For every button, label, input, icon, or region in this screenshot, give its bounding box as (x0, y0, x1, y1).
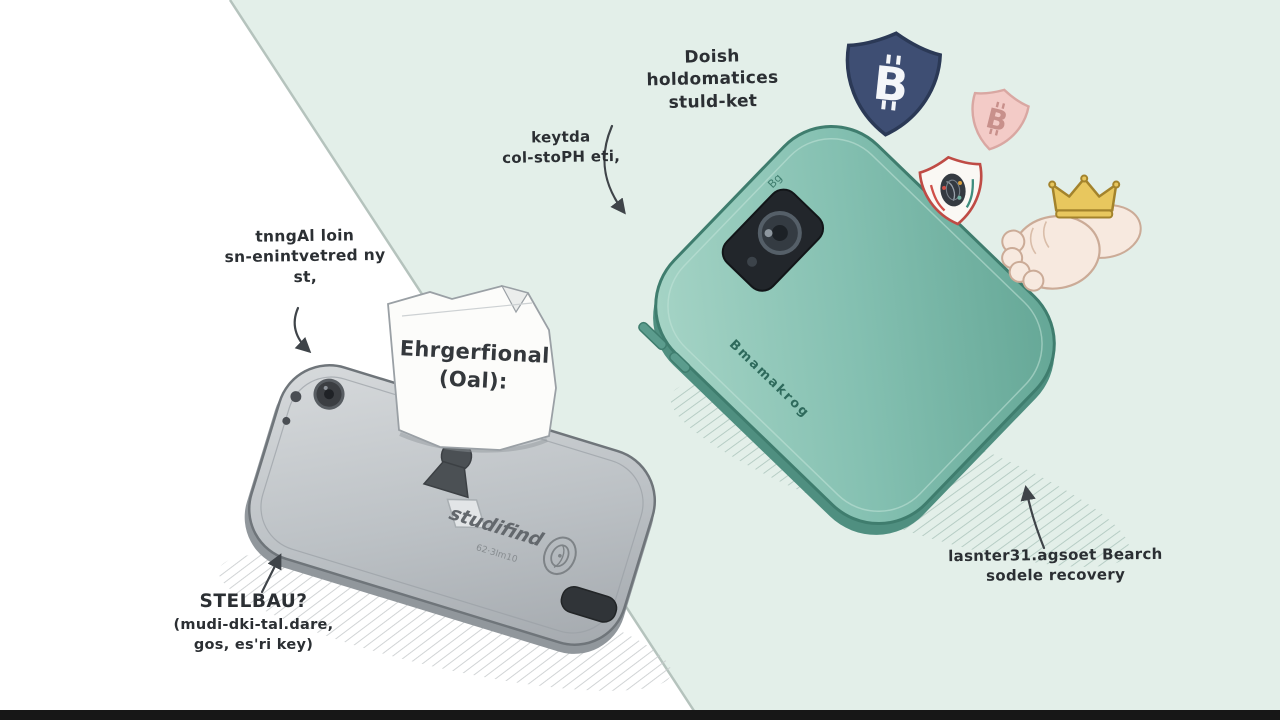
paper-note-shape (387, 285, 557, 451)
callout-line: gos, es'ri key) (193, 636, 314, 653)
bottom-bar (0, 710, 1280, 720)
fingerprint-badge-icon (918, 155, 983, 226)
gray-phone-shadow-hatching (218, 553, 672, 691)
knuckle-line (1042, 221, 1050, 248)
camera-glint (323, 385, 328, 390)
callout-arrow (1020, 484, 1046, 550)
callout-line: keytda (530, 127, 591, 147)
bitcoin-shield-pink-icon: B (971, 88, 1030, 151)
camera-dot-icon (282, 416, 291, 425)
teal-phone-rim (667, 137, 1043, 513)
callout-arrow (293, 306, 312, 354)
callout-line: (mudi-dki-tal.dare, (173, 617, 334, 634)
callout-right-side: keytda col-stoPH eti, (486, 127, 637, 169)
bitcoin-shield-navy-icon: B (845, 31, 943, 137)
crown-icon (1048, 174, 1121, 219)
side-button (638, 321, 668, 351)
camera-dot-icon (747, 256, 758, 267)
paper-note (387, 285, 557, 453)
callout-line: col-stoPH eti, (501, 146, 621, 167)
callout-right-bottom: lasnter31.agsoet Bearch sodele recovery (948, 545, 1163, 587)
callout-line: sodele recovery (985, 565, 1126, 585)
paper-note-fold (500, 285, 529, 314)
paper-note-crease (401, 302, 533, 317)
callout-line: st, (293, 267, 318, 287)
camera-lens-inner (324, 389, 335, 400)
callout-left-top: tnngAl loin sn-enintvetred ny st, (220, 225, 391, 289)
callout-arrow (603, 124, 626, 215)
camera-dot-icon (290, 391, 302, 403)
camera-glint (764, 229, 773, 238)
camera-module (721, 188, 825, 292)
callout-line: lasnter31.agsoet Bearch (948, 544, 1163, 566)
callout-line: holdomatices (646, 68, 779, 91)
bitcoin-b-glyph: B (871, 55, 912, 112)
crowned-fist-icon (1001, 174, 1142, 292)
paper-note-shadow (399, 432, 548, 453)
paper-note-text: Ehrgerfional (Oal): (397, 334, 552, 399)
callout-line: tnngAl loin (255, 226, 355, 246)
side-button (669, 351, 691, 374)
callout-line: stuld-ket (668, 90, 758, 113)
finger (1022, 269, 1045, 292)
fingerprint-icon (542, 536, 577, 576)
callout-title: STELBAU? (199, 591, 308, 612)
knuckle-line (1029, 227, 1037, 255)
callout-right-top: Doish holdomatices stuld-ket (619, 44, 805, 115)
chevron-icon (446, 498, 486, 529)
callout-arrow (260, 553, 282, 594)
callout-line: sn-enintvetred ny (224, 246, 386, 267)
callout-left-bottom: STELBAU? (mudi-dki-tal.dare, gos, es'ri … (166, 590, 341, 655)
teal-phone: Bg Bmamakrog (638, 124, 1056, 535)
charging-port (560, 585, 618, 623)
